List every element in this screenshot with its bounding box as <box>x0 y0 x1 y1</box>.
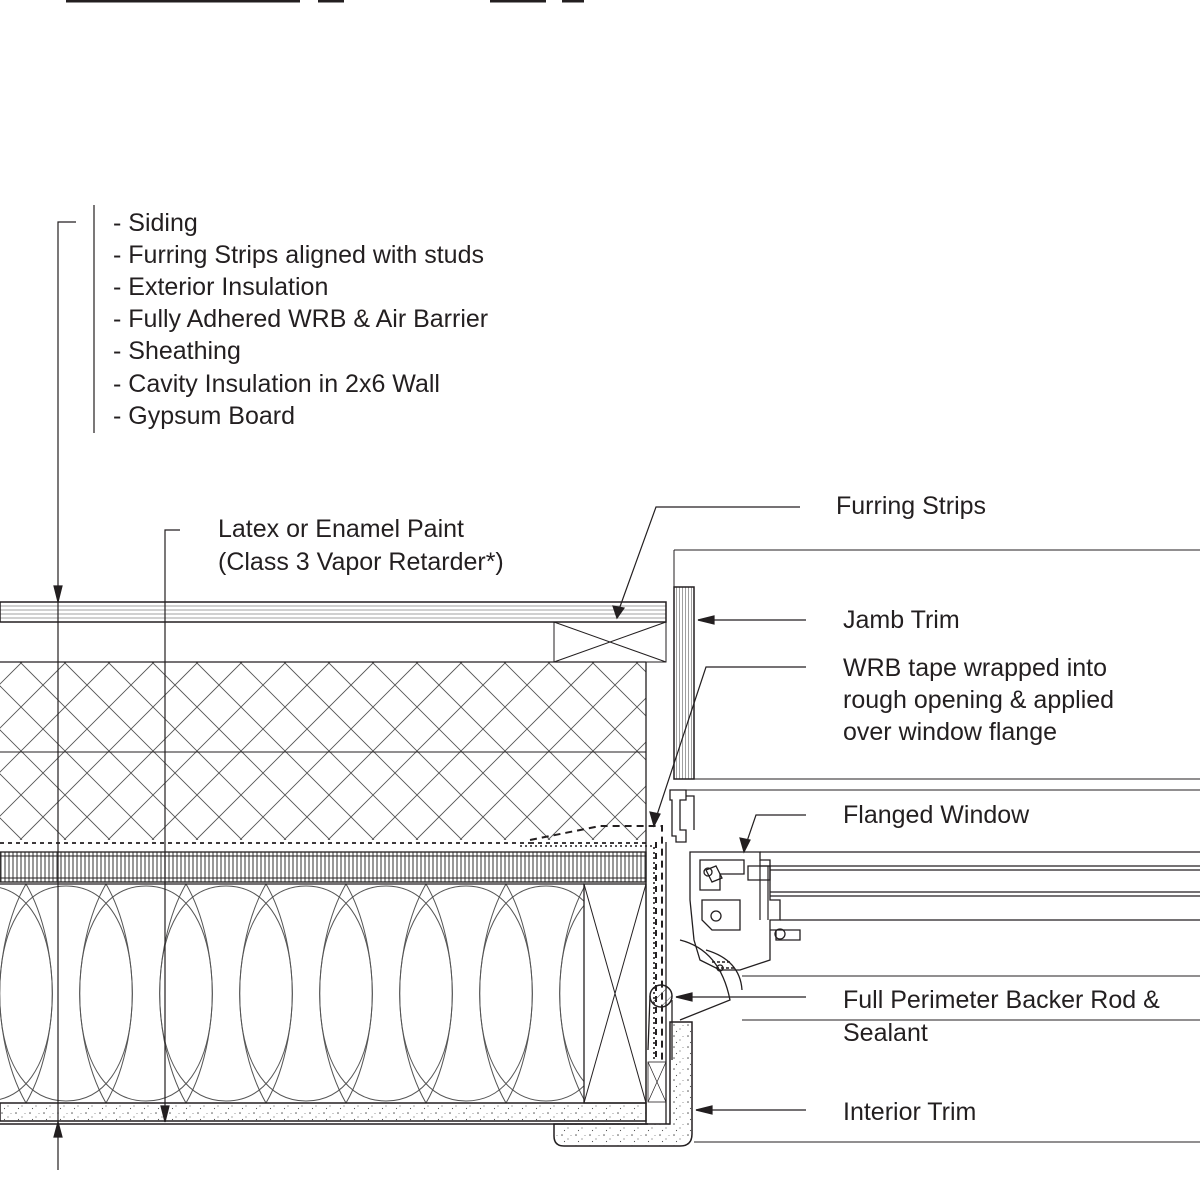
insulation-hatch-line <box>0 685 155 840</box>
interior-trim <box>553 1021 693 1147</box>
leader-wrb-tape <box>649 666 806 828</box>
insulation-hatch-line <box>327 662 507 840</box>
batt-loop <box>479 884 584 1102</box>
gypsum-board <box>0 1102 648 1125</box>
leader-paint <box>160 529 180 1123</box>
insulation-hatch-line <box>239 662 419 840</box>
batt-loop <box>0 884 133 1102</box>
backer-rod-label-line2: Sealant <box>843 1019 928 1047</box>
insulation-hatch-line <box>680 662 858 840</box>
insulation-hatch-line <box>0 773 67 840</box>
insulation-hatch-line <box>591 785 646 840</box>
paint-label-line1: Latex or Enamel Paint <box>218 515 464 543</box>
batt-loop <box>399 884 533 1102</box>
jamb-trim-label: Jamb Trim <box>843 606 960 634</box>
wrb-tape <box>529 825 663 1062</box>
insulation-hatch-line <box>283 662 463 840</box>
insulation-hatch-line <box>680 662 858 840</box>
insulation-hatch-line <box>635 662 646 673</box>
cavity-insulation <box>0 883 584 1103</box>
insulation-hatch-line <box>547 741 646 840</box>
paint-label-line2: (Class 3 Vapor Retarder*) <box>218 548 504 576</box>
insulation-hatch-line <box>503 697 646 840</box>
rough-opening-jamb <box>645 840 667 1124</box>
wall-stud <box>583 883 647 1104</box>
insulation-hatch-line <box>591 662 646 717</box>
leader-wall-assembly <box>53 205 95 1170</box>
leader-flanged-window <box>739 814 806 854</box>
siding <box>0 601 667 623</box>
layer-exterior-insulation: - Exterior Insulation <box>113 273 328 301</box>
batt-loop <box>0 885 133 1103</box>
insulation-hatch-line <box>0 662 155 817</box>
sheathing <box>0 851 647 883</box>
wall-assembly-list: - Siding - Furring Strips aligned with s… <box>113 209 488 430</box>
batt-loop <box>319 884 453 1102</box>
layer-sheathing: - Sheathing <box>113 337 241 365</box>
insulation-hatch-line <box>19 662 199 840</box>
layer-wrb: - Fully Adhered WRB & Air Barrier <box>113 305 488 333</box>
insulation-hatch-line <box>415 662 595 840</box>
layer-furring-strips: - Furring Strips aligned with studs <box>113 241 484 269</box>
layer-cavity-insulation: - Cavity Insulation in 2x6 Wall <box>113 370 440 398</box>
window-glazing <box>759 851 1200 921</box>
insulation-hatch-line <box>107 662 287 840</box>
batt-loop <box>159 884 293 1102</box>
leader-backer-rod <box>675 992 806 1002</box>
batt-loop <box>399 885 533 1103</box>
layer-gypsum-board: - Gypsum Board <box>113 402 295 430</box>
backer-rod-label-line1: Full Perimeter Backer Rod & <box>843 986 1160 1014</box>
leader-furring-strips <box>612 506 800 620</box>
jamb-trim <box>673 586 695 780</box>
leader-interior-trim <box>695 1105 806 1115</box>
insulation-hatch-line <box>0 662 67 729</box>
batt-loop <box>0 887 53 1103</box>
wrb-tape-label-line2: rough opening & applied <box>843 686 1114 714</box>
insulation-hatch-line <box>371 662 551 840</box>
furring-strip <box>553 621 667 663</box>
insulation-hatch-line <box>195 662 375 840</box>
flanged-window-label: Flanged Window <box>843 801 1030 829</box>
window-frame <box>669 789 801 1021</box>
window-interior-lines <box>673 549 1200 1143</box>
insulation-hatch-line <box>635 829 646 840</box>
paint-callout: Latex or Enamel Paint (Class 3 Vapor Ret… <box>218 515 504 576</box>
wrb-tape-label-line3: over window flange <box>843 718 1057 746</box>
batt-loop <box>239 884 373 1102</box>
right-callouts: Furring Strips Jamb Trim WRB tape wrappe… <box>836 492 1160 1126</box>
batt-loop <box>319 885 453 1103</box>
batt-loop <box>159 885 293 1103</box>
batt-loop <box>79 885 213 1103</box>
batt-loop <box>0 884 53 1100</box>
interior-trim-label: Interior Trim <box>843 1098 976 1126</box>
insulation-hatch-line <box>151 662 331 840</box>
insulation-hatch-line <box>459 662 639 840</box>
insulation-hatch-line <box>0 662 111 773</box>
insulation-hatch-line <box>0 729 111 840</box>
batt-loop <box>479 885 584 1103</box>
wrb-tape-label-line1: WRB tape wrapped into <box>843 654 1107 682</box>
batt-loop <box>239 885 373 1103</box>
batt-loop <box>559 886 584 1083</box>
leader-jamb-trim <box>697 615 806 625</box>
exterior-insulation <box>0 661 858 840</box>
layer-siding: - Siding <box>113 209 198 237</box>
batt-loop <box>79 884 213 1102</box>
backer-rod <box>647 984 673 1060</box>
insulation-hatch-line <box>63 662 243 840</box>
furring-strips-label: Furring Strips <box>836 492 986 520</box>
